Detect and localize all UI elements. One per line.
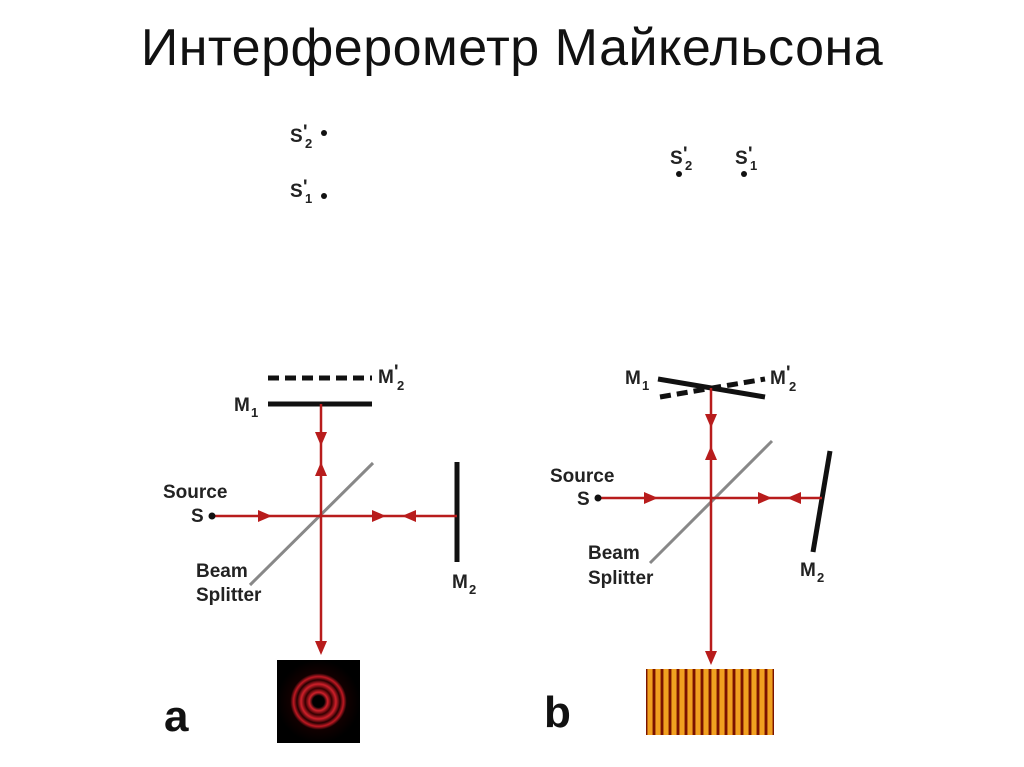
panel-a-m1-label: M 1 (234, 395, 258, 420)
s1-label: S (290, 181, 303, 202)
panel-a-m2-label: M 2 (452, 572, 476, 597)
panel-b: S ' 2 S ' 1 M 1 M ' 2 (544, 144, 833, 737)
svg-text:M: M (770, 368, 786, 389)
svg-text:': ' (683, 144, 688, 165)
panel-b-m1-label: M 1 (625, 368, 649, 393)
panel-a-beam-splitter (248, 461, 375, 587)
s1-point (321, 193, 327, 199)
panel-a-source-symbol: S (191, 506, 204, 527)
fringe-band (663, 669, 669, 735)
panel-a-m2-image-label: M ' 2 (378, 362, 404, 393)
panel-a-letter: a (164, 692, 189, 741)
fringe-band (751, 669, 757, 735)
panel-b-splitter-label-1: Beam (588, 543, 640, 564)
fringe-band (759, 669, 765, 735)
panel-a-arrows (258, 432, 416, 655)
panel-b-letter: b (544, 688, 571, 737)
panel-b-virtual-source-s1: S ' 1 (735, 144, 757, 177)
svg-text:': ' (394, 362, 399, 383)
panel-a-virtual-source-s2: S ' 2 (290, 122, 327, 151)
panel-b-source-symbol: S (577, 489, 590, 510)
svg-text:2: 2 (469, 582, 476, 597)
fringe-band (727, 669, 733, 735)
fringe-band (687, 669, 693, 735)
svg-text:2: 2 (789, 379, 796, 394)
svg-text:': ' (748, 144, 753, 165)
panel-b-m2-image-label: M ' 2 (770, 363, 796, 394)
panel-b-beams (600, 388, 822, 660)
panel-a: S ' 2 S ' 1 M ' 2 M 1 (163, 122, 476, 743)
svg-text:M: M (452, 572, 468, 593)
svg-text:1: 1 (251, 405, 258, 420)
svg-text:1: 1 (750, 158, 757, 173)
s1-sub: 1 (305, 191, 312, 206)
fringe-band (711, 669, 717, 735)
fringe-band (679, 669, 685, 735)
fringe-band (767, 669, 773, 735)
panel-b-source-label: Source (550, 466, 614, 487)
panel-a-splitter-label-1: Beam (196, 561, 248, 582)
s2-point (321, 130, 327, 136)
fringe-band (655, 669, 661, 735)
svg-text:1: 1 (642, 378, 649, 393)
panel-a-beams (214, 404, 457, 650)
panel-a-source-label: Source (163, 482, 227, 503)
fringe-band (719, 669, 725, 735)
svg-text:2: 2 (397, 378, 404, 393)
panel-a-circular-fringes (277, 660, 360, 743)
slide-title: Интерферометр Майкельсона (140, 19, 884, 77)
svg-text:M: M (234, 395, 250, 416)
panel-b-s1-point (741, 171, 747, 177)
svg-text:2: 2 (817, 570, 824, 585)
panel-b-splitter-label-2: Splitter (588, 568, 654, 589)
fringe-band (735, 669, 741, 735)
panel-b-mirror-m2-image (659, 376, 766, 400)
svg-text:M: M (625, 368, 641, 389)
fringe-band (647, 669, 653, 735)
panel-a-source-point (208, 512, 216, 520)
fringe-band (743, 669, 749, 735)
s2-prime: ' (303, 122, 308, 143)
panel-b-straight-fringes (646, 669, 774, 735)
svg-text:S: S (735, 148, 748, 169)
panel-a-splitter-label-2: Splitter (196, 585, 262, 606)
panel-b-mirror-m2 (810, 450, 833, 553)
svg-text:': ' (786, 363, 791, 384)
svg-text:S: S (670, 148, 683, 169)
fringe-band (695, 669, 701, 735)
panel-b-virtual-source-s2: S ' 2 (670, 144, 692, 177)
fringe-band (703, 669, 709, 735)
fringe-band (671, 669, 677, 735)
panel-b-source-point (594, 494, 602, 502)
s2-sub: 2 (305, 136, 312, 151)
panel-b-s2-point (676, 171, 682, 177)
svg-text:2: 2 (685, 158, 692, 173)
s2-label: S (290, 126, 303, 147)
svg-text:M: M (800, 560, 816, 581)
s1-prime: ' (303, 177, 308, 198)
panel-b-arrows (644, 414, 801, 665)
panel-b-m2-label: M 2 (800, 560, 824, 585)
panel-a-virtual-source-s1: S ' 1 (290, 177, 327, 206)
svg-text:M: M (378, 367, 394, 388)
